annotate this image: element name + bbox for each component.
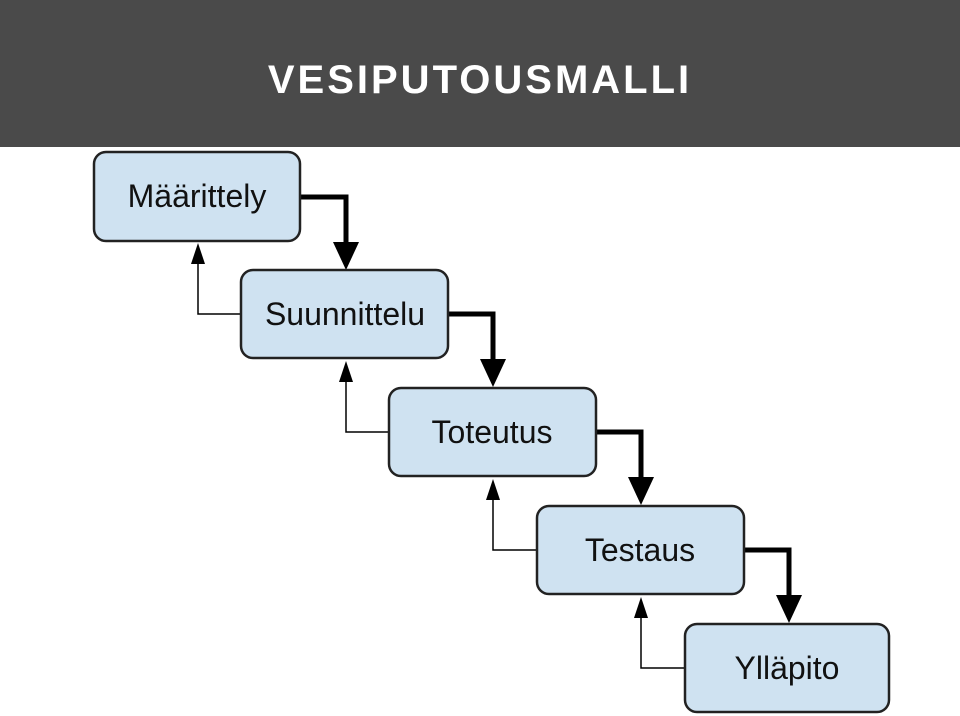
feedback-arrow-2-head xyxy=(339,361,353,382)
forward-arrow-1-head xyxy=(333,242,359,270)
stage-box xyxy=(239,268,450,360)
stage-yllapito: Ylläpito xyxy=(683,622,891,714)
forward-arrow-1 xyxy=(300,194,349,245)
stage-label: Testaus xyxy=(585,532,695,568)
stage-testaus: Testaus xyxy=(535,504,746,596)
stage-box xyxy=(92,150,302,243)
feedback-arrow-2 xyxy=(345,380,389,433)
stage-box xyxy=(387,386,598,478)
slide-title: VESIPUTOUSMALLI xyxy=(267,58,693,102)
forward-arrow-4-head xyxy=(776,595,802,623)
feedback-arrow-1 xyxy=(197,262,241,315)
feedback-arrow-3 xyxy=(492,498,537,551)
stage-label: Määrittely xyxy=(128,178,267,214)
stage-label: Ylläpito xyxy=(735,650,840,686)
feedback-arrow-4-head xyxy=(634,597,648,618)
stage-toteutus: Toteutus xyxy=(387,386,598,478)
forward-arrow-3 xyxy=(596,429,644,480)
stage-maarittely: Määrittely xyxy=(92,150,302,243)
feedback-arrow-4 xyxy=(640,616,685,669)
forward-arrow-2 xyxy=(448,311,496,362)
stage-box xyxy=(683,622,891,714)
stage-label: Toteutus xyxy=(432,414,553,450)
forward-arrows xyxy=(300,194,802,623)
feedback-arrow-1-head xyxy=(191,243,205,264)
stage-label: Suunnittelu xyxy=(265,296,425,332)
stage-box xyxy=(535,504,746,596)
feedback-arrows xyxy=(191,243,685,669)
feedback-arrow-3-head xyxy=(486,479,500,500)
stage-suunnittelu: Suunnittelu xyxy=(239,268,450,360)
title-bar xyxy=(0,0,960,147)
forward-arrow-4 xyxy=(744,547,792,598)
forward-arrow-3-head xyxy=(628,477,654,505)
forward-arrow-2-head xyxy=(480,359,506,387)
